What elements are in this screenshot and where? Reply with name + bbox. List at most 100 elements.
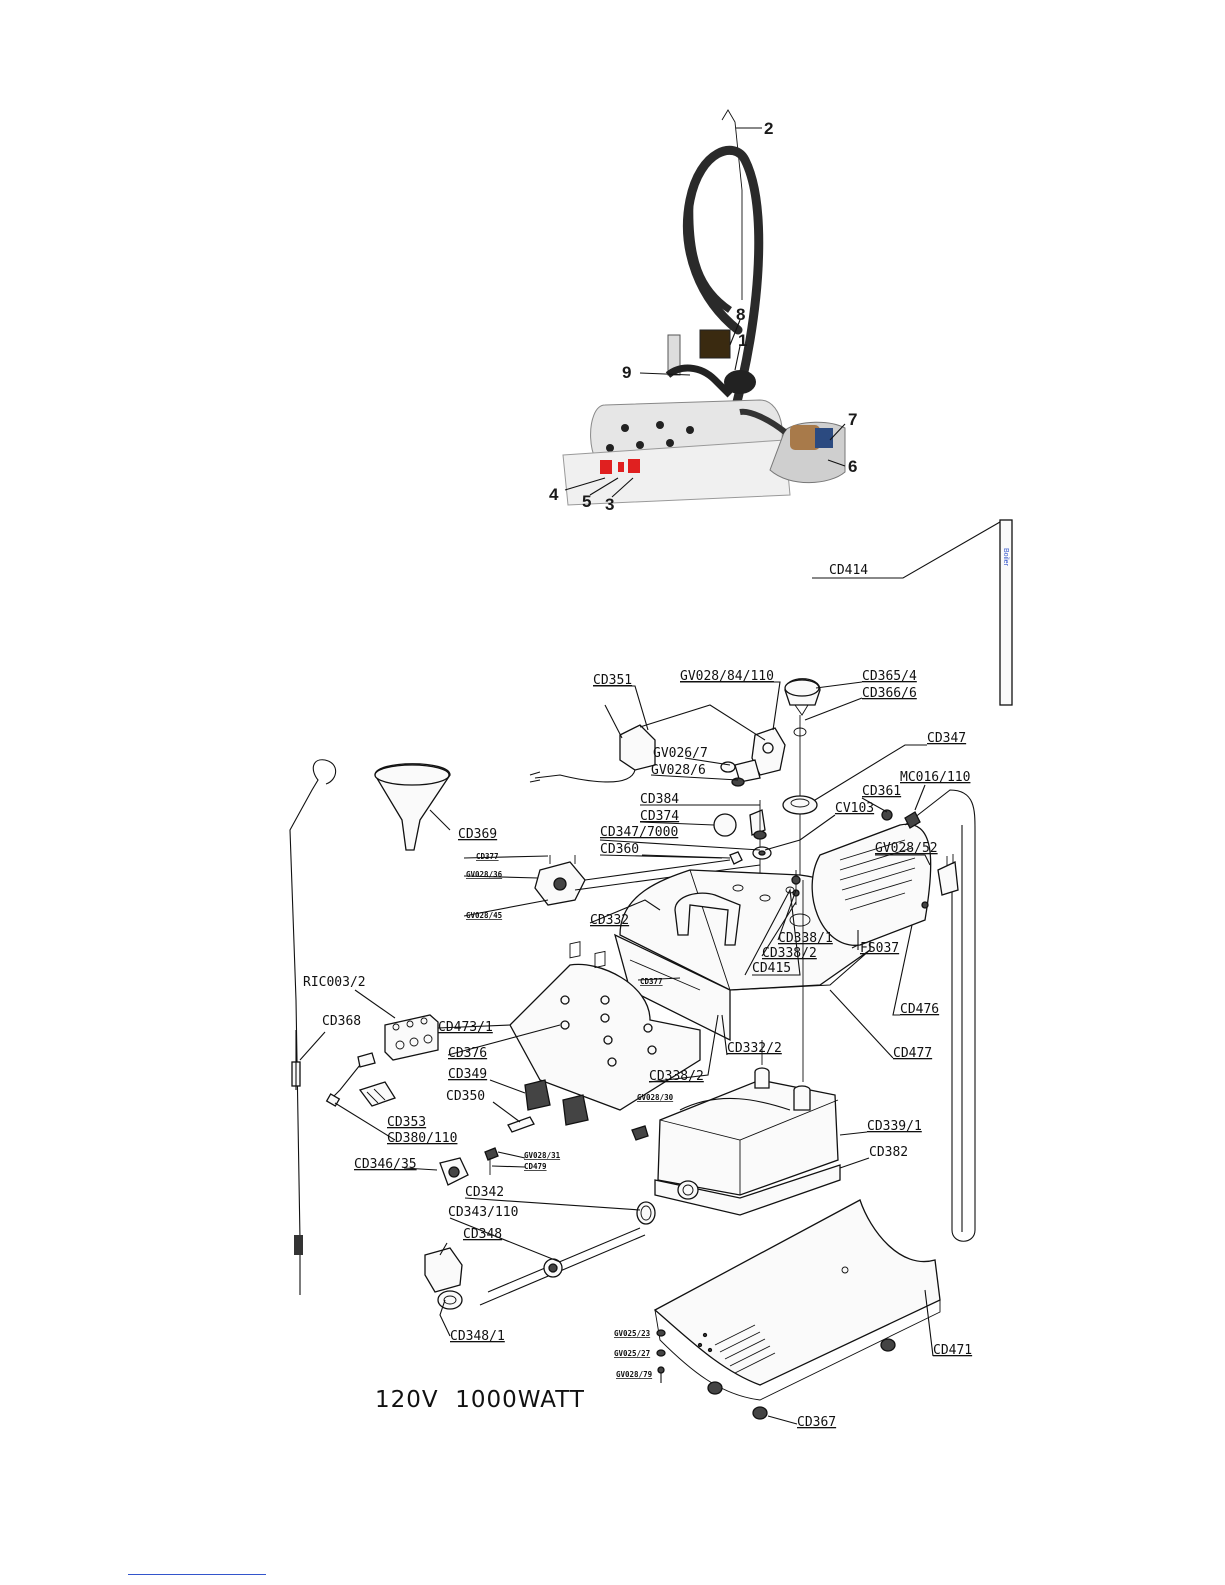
cord-connector (357, 1052, 376, 1068)
label-cd374: CD374 (640, 809, 679, 824)
label-cd332-2: CD332/2 (727, 1041, 782, 1056)
cord-spring (294, 1235, 303, 1255)
callout-7: 7 (848, 410, 857, 429)
label-cd353: CD353 (387, 1115, 426, 1130)
label-gv025-23: GV025/23 (614, 1329, 651, 1338)
label-cd368: CD368 (322, 1014, 361, 1029)
label-gv028-84-110: GV028/84/110 (680, 669, 774, 684)
leader-lines (403, 681, 934, 1425)
label-cd367: CD367 (797, 1415, 836, 1430)
label-cd350: CD350 (446, 1089, 485, 1104)
gasket (636, 1201, 656, 1225)
label-fs037: FS037 (860, 941, 899, 956)
cord-hanger (721, 109, 743, 300)
base-tray (653, 1199, 941, 1386)
label-cd361: CD361 (862, 784, 901, 799)
foot-1 (707, 1381, 723, 1395)
label-cd380-110: CD380/110 (387, 1131, 457, 1146)
indicator-light-part (507, 1116, 535, 1133)
label-gv028-36: GV028/36 (466, 870, 503, 879)
label-cd415: CD415 (752, 961, 791, 976)
label-cd351: CD351 (593, 673, 632, 688)
label-mc016-110: MC016/110 (900, 770, 970, 785)
label-cd339-1: CD339/1 (867, 1119, 922, 1134)
label-cd476: CD476 (900, 1002, 939, 1017)
label-cd347-7000: CD347/7000 (600, 825, 678, 840)
filler-ring (782, 795, 818, 815)
label-cd377-a: CD377 (476, 852, 499, 861)
voltage-spec: 120V 1000WATT (375, 1387, 585, 1413)
side-housing (613, 933, 731, 1042)
label-cd338-2-a: CD338/2 (762, 946, 817, 961)
callout-1: 1 (738, 331, 747, 350)
label-cd342: CD342 (465, 1185, 504, 1200)
label-gv028-52: GV028/52 (875, 841, 938, 856)
label-cd479: CD479 (524, 1162, 547, 1171)
base-panel (562, 439, 791, 506)
carry-handle (665, 364, 733, 398)
grille-slots (839, 839, 916, 911)
label-cd366-6: CD366/6 (862, 686, 917, 701)
callout-5: 5 (582, 492, 591, 511)
foot-2 (752, 1406, 768, 1420)
heater-thermostat (424, 1247, 463, 1293)
funnel (374, 763, 451, 851)
callout-9: 9 (622, 363, 631, 382)
label-cd343-110: CD343/110 (448, 1205, 518, 1220)
label-cd346-35: CD346/35 (354, 1157, 417, 1172)
label-cd347: CD347 (927, 731, 966, 746)
solenoid-valve (699, 329, 731, 359)
label-gv028-30: GV028/30 (637, 1093, 674, 1102)
rear-grille (811, 823, 932, 946)
iron-cord (289, 759, 337, 1295)
boiler-flange (654, 1164, 841, 1216)
callout-2: 2 (764, 119, 773, 138)
iron-handle (790, 425, 820, 450)
switch-part-1 (524, 1079, 551, 1111)
label-ric003-2: RIC003/2 (303, 975, 366, 990)
label-gv026-7: GV026/7 (653, 746, 708, 761)
switch-part-2 (562, 1094, 589, 1126)
label-cd382: CD382 (869, 1145, 908, 1160)
label-cd348-1: CD348/1 (450, 1329, 505, 1344)
label-cd384: CD384 (640, 792, 679, 807)
label-cd471: CD471 (933, 1343, 972, 1358)
callout-3: 3 (605, 495, 614, 514)
foot-3 (880, 1338, 896, 1352)
iron-thermostat (815, 428, 833, 448)
exploded-drawing: CD414 CD351 GV028/84/110 CD365/4 CD366/6… (289, 563, 976, 1430)
iron-switch[interactable] (628, 459, 640, 473)
cd414-strip (999, 519, 1013, 706)
label-cd365-4: CD365/4 (862, 669, 917, 684)
callout-4: 4 (549, 485, 559, 504)
power-switch[interactable] (600, 460, 612, 474)
tray-vents (714, 1324, 776, 1374)
product-photo: 2 8 1 9 7 6 4 5 3 (549, 109, 857, 514)
label-gv028-6: GV028/6 (651, 763, 706, 778)
pressure-gauge-part (713, 813, 737, 837)
part-labels: CD414 CD351 GV028/84/110 CD365/4 CD366/6… (303, 563, 972, 1430)
label-cd369: CD369 (458, 827, 497, 842)
callout-6: 6 (848, 457, 857, 476)
label-gv028-31: GV028/31 (524, 1151, 561, 1160)
boiler-label: Boiler (1002, 548, 1009, 567)
label-cd332: CD332 (590, 913, 629, 928)
label-cd360: CD360 (600, 842, 639, 857)
part-cd414: Boiler (812, 519, 1013, 706)
label-cd348: CD348 (463, 1227, 502, 1242)
label-cd338-1: CD338/1 (778, 931, 833, 946)
label-cd349: CD349 (448, 1067, 487, 1082)
label-cv103: CV103 (835, 801, 874, 816)
filler-cap (724, 370, 756, 394)
indicator-light (618, 462, 624, 472)
label-cd376: CD376 (448, 1046, 487, 1061)
pressure-switch-part (749, 809, 766, 836)
label-cd414: CD414 (829, 563, 868, 578)
label-gv028-79: GV028/79 (616, 1370, 653, 1379)
label-gv025-27: GV025/27 (614, 1349, 650, 1358)
solenoid-connector (619, 724, 656, 771)
label-cd338-2-b: CD338/2 (649, 1069, 704, 1084)
footer-link-underline[interactable] (128, 1574, 266, 1575)
callout-8: 8 (736, 305, 745, 324)
